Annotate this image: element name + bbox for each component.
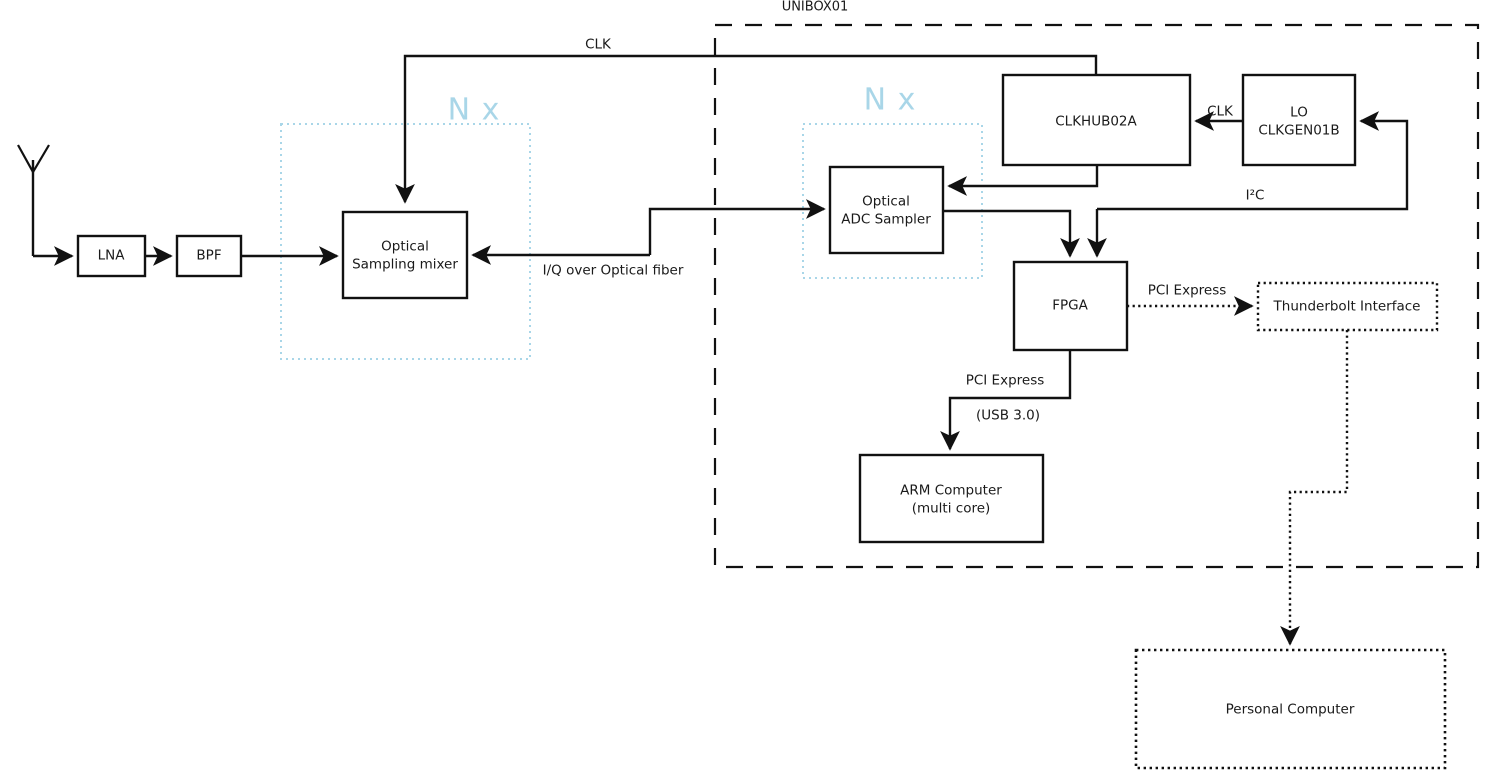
lna-block-label: LNA [97,247,125,264]
fpga-label: FPGA [1052,297,1088,314]
adc-to-fpga-edge [943,209,1080,258]
arm-computer-label-line2: (multi core) [911,500,991,517]
analog-front-end-group-label: N x [447,92,501,128]
optical-sampling-mixer-rect [341,210,469,300]
digitizer-group-outline [802,123,983,279]
lo-clkgen01b-label-line2: CLKGEN01B [1258,122,1340,139]
fpga-to-arm-edge [940,350,1072,451]
analog-front-end-group-outline [280,123,531,360]
lo-clkgen01b-rect [1241,73,1357,167]
i2c-edge [1097,111,1409,211]
personal-computer-label: Personal Computer [1225,701,1355,718]
lo-clkgen01b-label-line1: LO [1290,104,1308,121]
optical-sampling-mixer-label-line1: Optical [381,238,429,255]
thunderbolt-interface-label: Thunderbolt Interface [1273,298,1421,315]
clkhub02a-label: CLKHUB02A [1055,113,1137,130]
iq-optical-fiber-label: I/Q over Optical fiber [542,262,684,279]
personal-computer-rect [1134,648,1447,770]
antenna-icon [17,144,74,266]
clkhub02a-rect [1001,73,1192,167]
thunderbolt-to-pc-edge [1280,330,1349,646]
unibox01-enclosure [713,23,1480,569]
optical-adc-sampler-label-line2: ADC Sampler [841,211,931,228]
clk-edge-label: CLK [585,36,611,53]
usb3-label: (USB 3.0) [975,407,1041,424]
clkhub-to-adc-edge [947,165,1099,196]
optical-adc-sampler-label-line1: Optical [862,193,910,210]
bpf-block-rect [175,234,243,278]
iq-optical-fiber-edge [471,199,826,265]
pci-express-thunderbolt-label: PCI Express [1147,282,1227,299]
unibox01-label: UNIBOX01 [781,0,849,15]
clk-distribution-edge [395,54,1098,204]
arm-computer-rect [858,453,1045,544]
bpf-block-label: BPF [196,247,222,264]
pci-express-arm-label: PCI Express [965,372,1045,389]
digitizer-group-label: N x [863,82,917,118]
i2c-edge-label: I²C [1245,187,1265,204]
arm-computer-label-line1: ARM Computer [900,482,1002,499]
optical-sampling-mixer-label-line2: Sampling mixer [352,256,458,273]
clk-lo-edge-label: CLK [1207,103,1233,120]
